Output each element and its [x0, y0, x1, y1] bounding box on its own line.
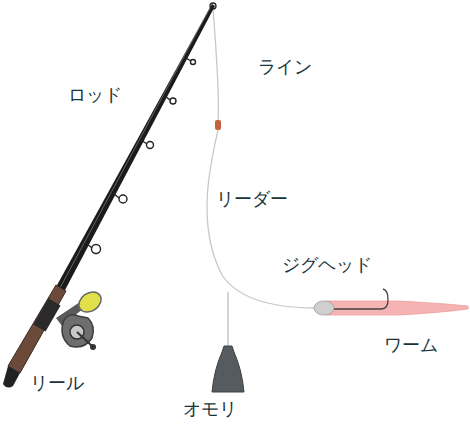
- guide-ring: [147, 142, 154, 149]
- hook: [330, 289, 388, 309]
- reel-seat: [33, 299, 60, 332]
- guide-ring: [191, 60, 196, 65]
- rod-highlight: [60, 6, 211, 288]
- guide-foot: [86, 243, 92, 248]
- guide-ring: [92, 245, 101, 254]
- tip-guide: [210, 3, 216, 9]
- rod-grip: [8, 285, 66, 373]
- guide-foot: [141, 140, 147, 144]
- part-label: ライン: [256, 56, 314, 78]
- part-label: ワーム: [382, 334, 440, 356]
- worm: [326, 301, 468, 315]
- part-label: オモリ: [181, 398, 239, 420]
- part-label: ロッド: [66, 84, 124, 106]
- reel-knob: [90, 344, 96, 350]
- reel: [56, 288, 105, 350]
- jig-head: [314, 301, 334, 315]
- sinker: [212, 346, 244, 392]
- swivel: [215, 120, 221, 130]
- fishing-line: [213, 8, 219, 122]
- reel-spool: [75, 288, 105, 317]
- sinker-line: [227, 292, 228, 346]
- rod-butt: [3, 366, 20, 388]
- reel-body: [62, 315, 93, 347]
- leader-line: [207, 130, 316, 308]
- part-label: リール: [28, 372, 86, 394]
- guide-foot: [165, 96, 170, 100]
- guide-ring: [170, 98, 176, 104]
- part-label: ジグヘッド: [280, 254, 374, 276]
- guide-foot: [113, 193, 119, 198]
- rod-blank: [56, 4, 215, 292]
- guide-ring: [119, 195, 127, 203]
- reel-handle: [77, 332, 92, 346]
- part-label: リーダー: [214, 188, 290, 210]
